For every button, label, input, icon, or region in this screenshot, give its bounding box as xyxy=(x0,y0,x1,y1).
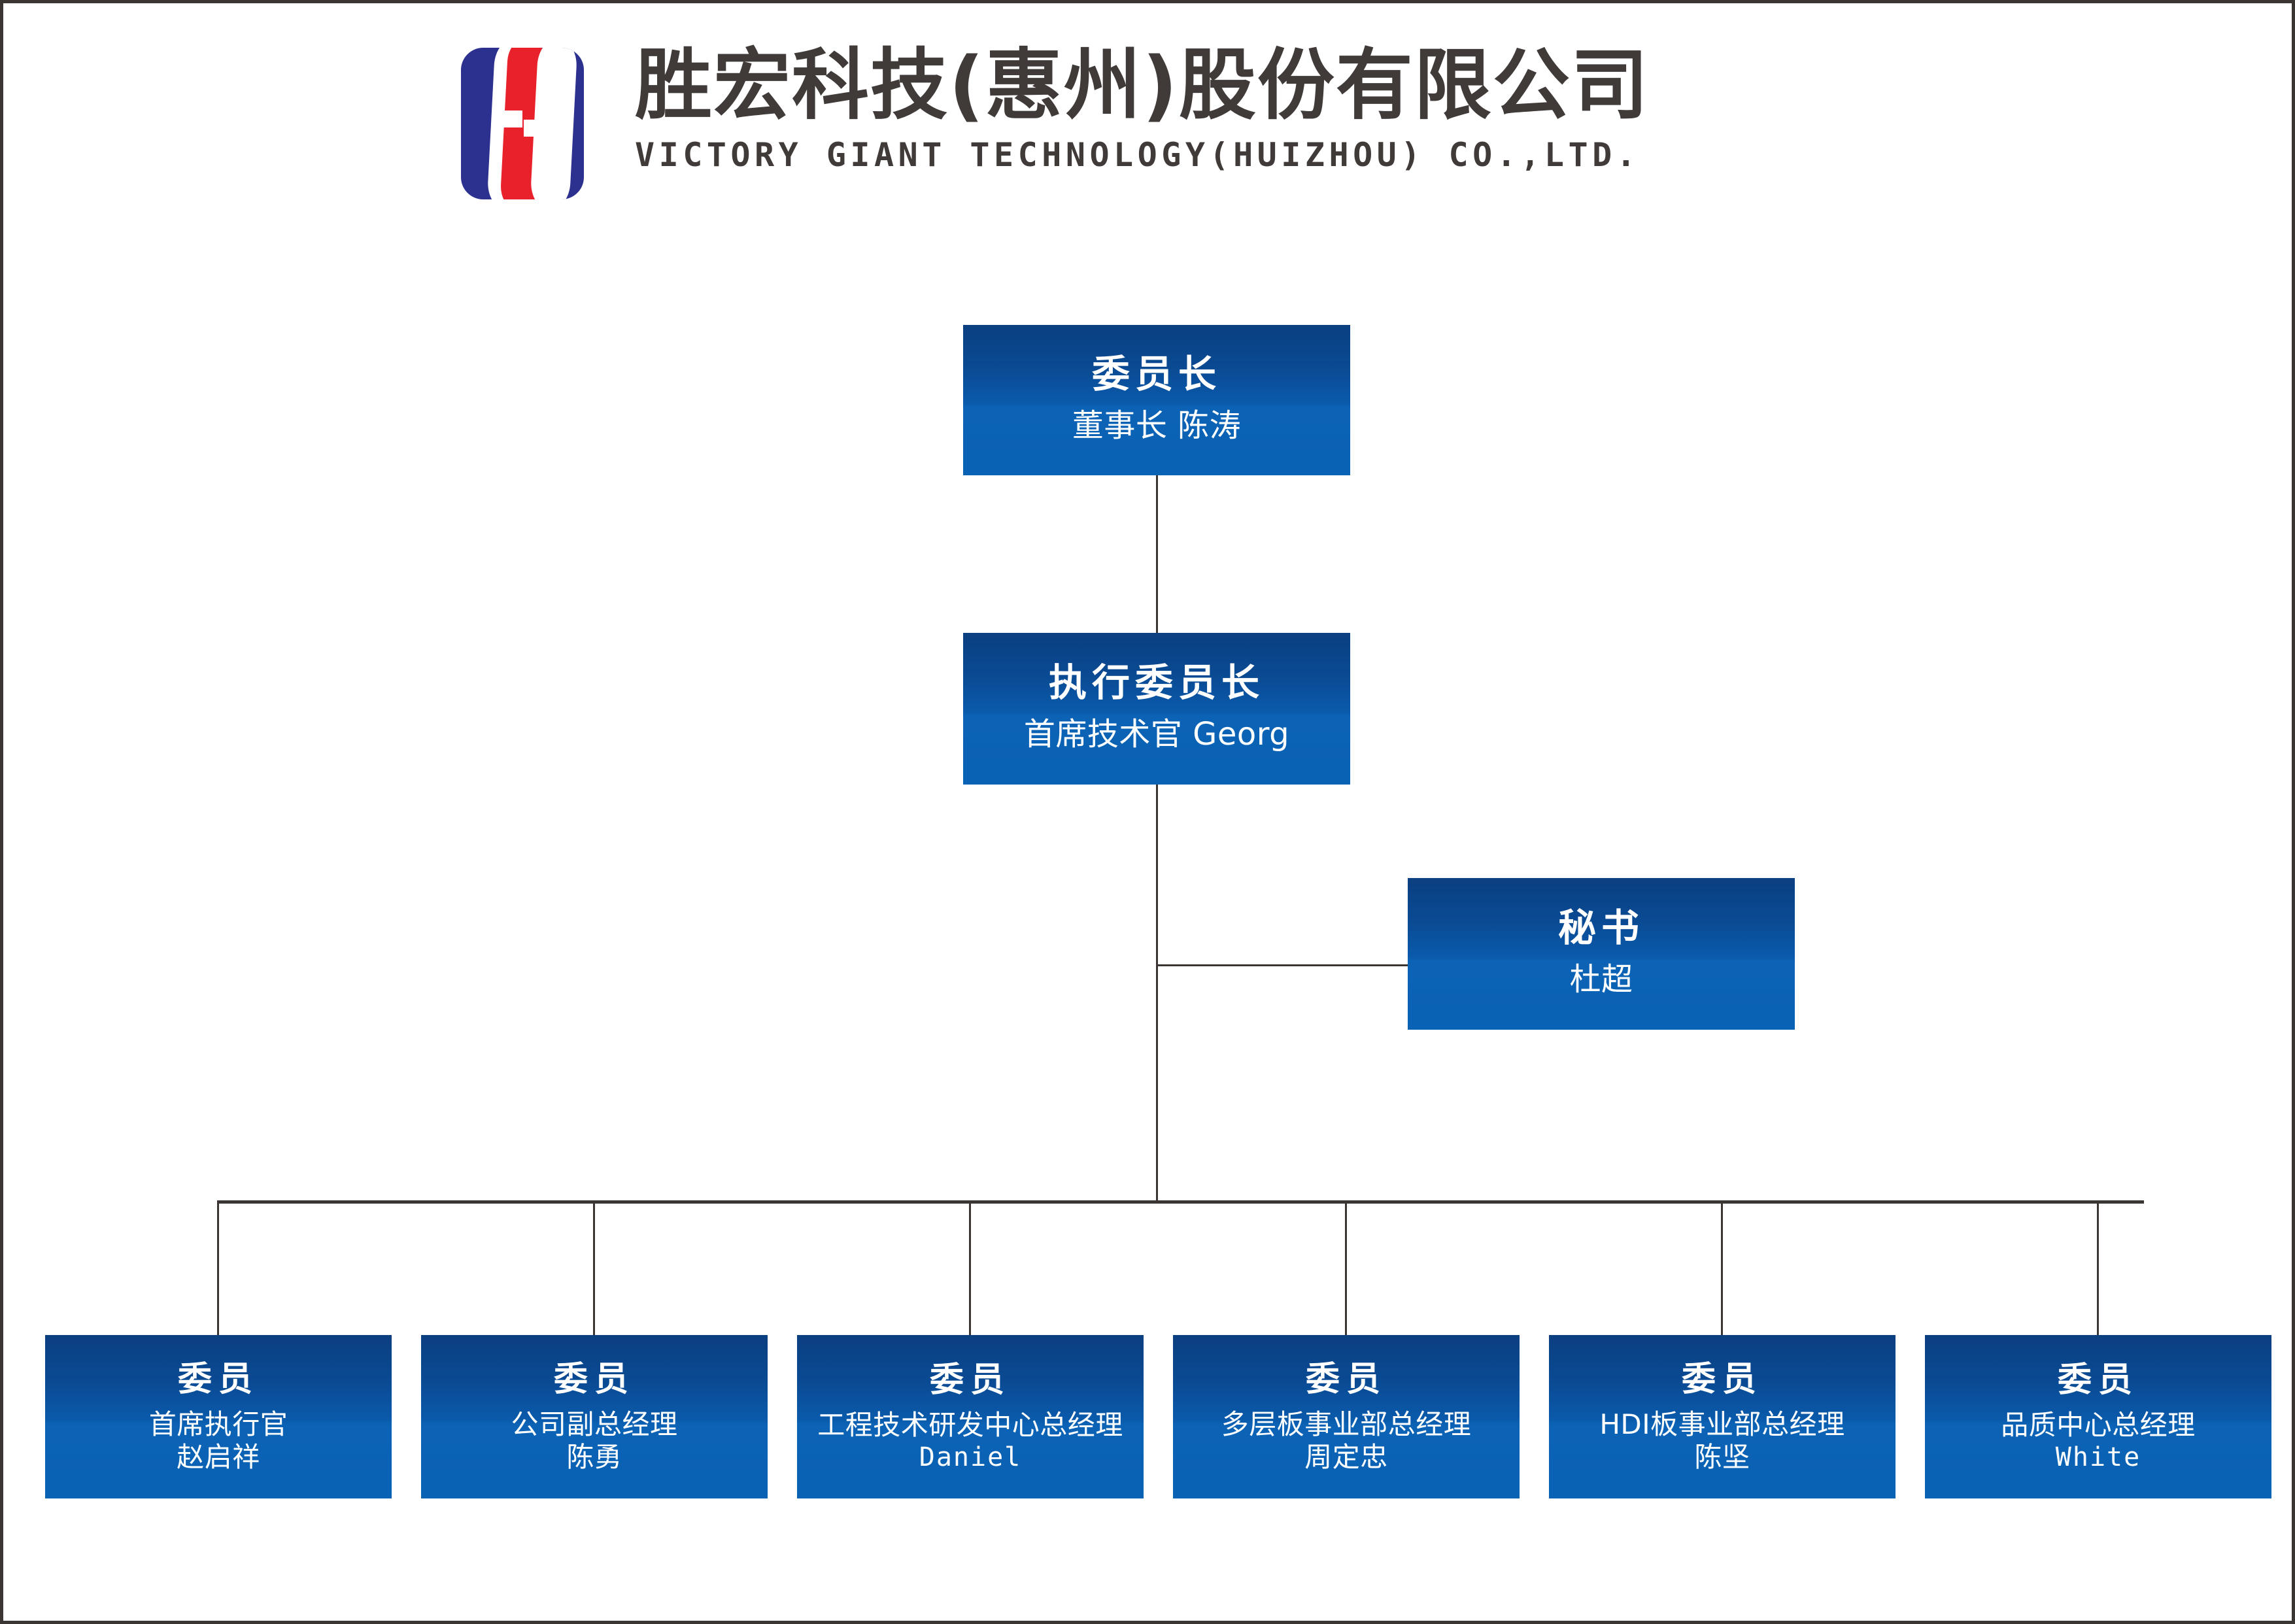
org-node-secretary[interactable]: 秘书 杜超 xyxy=(1408,878,1795,1030)
org-node-executive-chairman[interactable]: 执行委员长 首席技术官 Georg xyxy=(963,633,1350,785)
connector-chairman-to-executive xyxy=(1156,475,1158,633)
victory-giant-logo-icon xyxy=(461,48,584,199)
org-node-role: 委员 xyxy=(177,1359,259,1399)
org-node-person: 董事长 陈涛 xyxy=(1072,407,1242,445)
connector-drop-member-4 xyxy=(1345,1200,1347,1335)
org-node-member-rnd[interactable]: 委员 工程技术研发中心总经理 Daniel xyxy=(797,1335,1144,1498)
org-node-member-hdi[interactable]: 委员 HDI板事业部总经理 陈坚 xyxy=(1549,1335,1896,1498)
org-node-person: 陈勇 xyxy=(566,1441,622,1473)
org-node-person: 赵启祥 xyxy=(177,1441,260,1473)
org-node-member-multilayer[interactable]: 委员 多层板事业部总经理 周定忠 xyxy=(1173,1335,1520,1498)
org-node-role: 委员 xyxy=(553,1359,635,1399)
org-node-chairman[interactable]: 委员长 董事长 陈涛 xyxy=(963,325,1350,475)
connector-member-bus-bar xyxy=(217,1200,2144,1204)
connector-drop-member-1 xyxy=(217,1200,219,1335)
org-node-title: HDI板事业部总经理 xyxy=(1599,1408,1845,1440)
org-node-member-quality[interactable]: 委员 品质中心总经理 White xyxy=(1925,1335,2271,1498)
org-node-person: 陈坚 xyxy=(1694,1441,1750,1473)
org-node-role: 委员 xyxy=(929,1360,1011,1400)
company-name-english: VICTORY GIANT TECHNOLOGY(HUIZHOU) CO.,LT… xyxy=(635,136,1640,175)
company-header: 胜宏科技(惠州)股份有限公司 VICTORY GIANT TECHNOLOGY(… xyxy=(461,40,1650,199)
logo-notch-bottom xyxy=(524,120,547,137)
connector-drop-member-6 xyxy=(2097,1200,2099,1335)
org-node-member-ceo[interactable]: 委员 首席执行官 赵启祥 xyxy=(45,1335,392,1498)
connector-drop-member-3 xyxy=(969,1200,971,1335)
org-node-role: 委员 xyxy=(2057,1360,2139,1400)
connector-executive-trunk xyxy=(1156,785,1158,1200)
org-node-person: Daniel xyxy=(919,1442,1022,1473)
org-node-title: 公司副总经理 xyxy=(511,1408,678,1440)
org-node-role: 委员 xyxy=(1305,1359,1387,1399)
org-node-member-deputy-gm[interactable]: 委员 公司副总经理 陈勇 xyxy=(421,1335,768,1498)
company-name-chinese: 胜宏科技(惠州)股份有限公司 xyxy=(635,40,1650,130)
org-node-title: 多层板事业部总经理 xyxy=(1221,1408,1472,1440)
connector-executive-to-secretary xyxy=(1156,964,1408,966)
org-node-role: 委员长 xyxy=(1091,352,1221,397)
org-node-role: 执行委员长 xyxy=(1048,660,1265,705)
company-title-block: 胜宏科技(惠州)股份有限公司 VICTORY GIANT TECHNOLOGY(… xyxy=(635,40,1650,175)
logo-notch-top xyxy=(499,110,522,127)
connector-drop-member-5 xyxy=(1721,1200,1723,1335)
org-node-role: 秘书 xyxy=(1557,905,1644,951)
org-node-title: 首席执行官 xyxy=(148,1408,288,1440)
connector-drop-member-2 xyxy=(593,1200,595,1335)
org-node-title: 工程技术研发中心总经理 xyxy=(817,1408,1123,1441)
org-node-person: 杜超 xyxy=(1569,961,1633,998)
org-node-person: White xyxy=(2055,1442,2141,1473)
org-node-role: 委员 xyxy=(1681,1359,1763,1399)
org-node-title: 品质中心总经理 xyxy=(2001,1408,2196,1441)
org-node-person: 周定忠 xyxy=(1304,1441,1388,1473)
org-node-person: 首席技术官 Georg xyxy=(1023,716,1290,753)
